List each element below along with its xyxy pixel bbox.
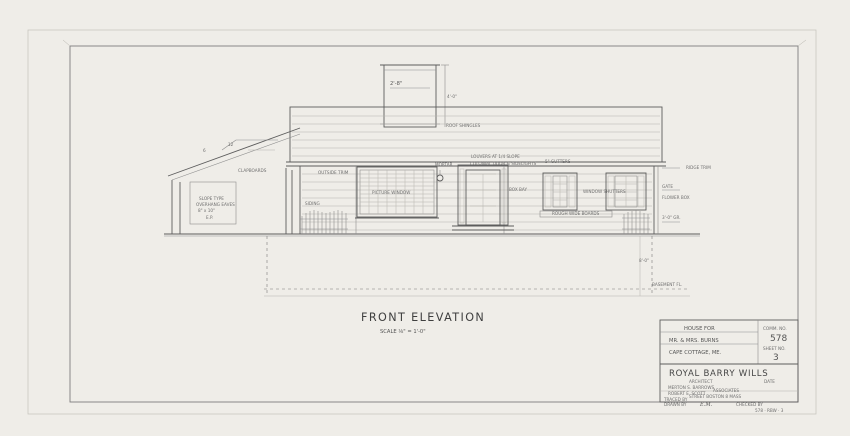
picture-window-label: PICTURE WINDOW xyxy=(372,190,410,195)
client-name: MR. & MRS. BURNS xyxy=(669,338,719,344)
slope-type-label: SLOPE TYPE xyxy=(199,196,224,201)
firm-name: ROYAL BARRY WILLS xyxy=(669,369,768,379)
title-block xyxy=(659,319,799,403)
address: STREET BOSTON 8 MASS xyxy=(689,394,742,399)
right-windows xyxy=(539,172,647,218)
associate-two: ROBERT E. SCOTT xyxy=(668,391,706,396)
chimney-width-label: 2'-8" xyxy=(390,81,402,87)
outer-border xyxy=(27,29,817,415)
colonial-door-label: COLONIAL DOOR & SIDELIGHTS xyxy=(470,161,537,166)
siding-label: SIDING xyxy=(305,201,320,206)
flower-box-label: FLOWER BOX xyxy=(662,195,690,200)
clapboards-label: CLAPBOARDS xyxy=(238,168,267,173)
5-gutters-label: 5" GUTTERS xyxy=(545,159,571,164)
fence-right xyxy=(622,210,650,234)
house-for-label: HOUSE FOR xyxy=(684,326,715,332)
gate-label: GATE xyxy=(662,184,673,189)
basement-fl-label: BASEMENT FL. xyxy=(652,282,682,287)
height-label: 8'-0" xyxy=(639,258,649,263)
firm-role: ARCHITECT xyxy=(689,379,713,384)
overhang-eaves-label: OVERHANG EAVES xyxy=(196,202,235,207)
rough-wide-boards-label: ROUGH WIDE BOARDS xyxy=(552,211,600,216)
comm-no-label: COMM. NO. xyxy=(763,326,787,331)
roof-label: ROOF SHINGLES xyxy=(446,123,481,128)
outside-trim-label: OUTSIDE TRIM xyxy=(318,170,349,175)
comm-no: 578 xyxy=(770,334,787,344)
location: CAPE COTTAGE, ME. xyxy=(669,350,722,356)
right-dimensions xyxy=(657,166,680,234)
ep-label: E.P. xyxy=(206,215,213,220)
pitch-a-label: 12 xyxy=(228,142,234,147)
drawing-title: FRONT ELEVATION xyxy=(361,311,485,324)
chimney xyxy=(380,64,449,128)
drawn-by-label: DRAWN BY xyxy=(664,402,687,407)
drawing-scale: SCALE ⅛" = 1'-0" xyxy=(380,329,426,335)
pitch-b-label: 6 xyxy=(203,148,206,153)
front-door xyxy=(436,164,514,231)
grade-a-label: 3'-0" GR. xyxy=(662,215,681,220)
fence-left xyxy=(300,210,348,234)
ridge-trim-label: RIDGE TRIM xyxy=(686,165,711,170)
inner-border xyxy=(69,45,799,403)
date-label: DATE xyxy=(764,379,775,384)
window-shutters-label: WINDOW SHUTTERS xyxy=(583,189,626,194)
chimney-height-label: 4'-0" xyxy=(447,94,457,99)
mortar-label: MORTAR xyxy=(435,162,453,167)
checked-by-label: CHECKED BY xyxy=(736,402,763,407)
associate-one: MERTON S. BARROWS xyxy=(668,385,714,390)
sheet-no-label: SHEET NO. xyxy=(763,346,786,351)
associates-label: ASSOCIATES xyxy=(713,388,739,393)
drawn-by: E.M. xyxy=(699,402,713,408)
size-label: 8" x 10" xyxy=(198,208,215,213)
archive-note: 578 · RBW · 3 xyxy=(755,408,784,413)
traced-by-label: TRACED BY xyxy=(663,397,688,402)
picture-window xyxy=(355,166,439,219)
sheet-no: 3 xyxy=(773,353,779,363)
breezeway xyxy=(167,127,301,234)
louvers-label: LOUVERS AT 1/4 SLOPE xyxy=(471,154,520,159)
box-bay-label: BOX BAY xyxy=(509,187,527,192)
